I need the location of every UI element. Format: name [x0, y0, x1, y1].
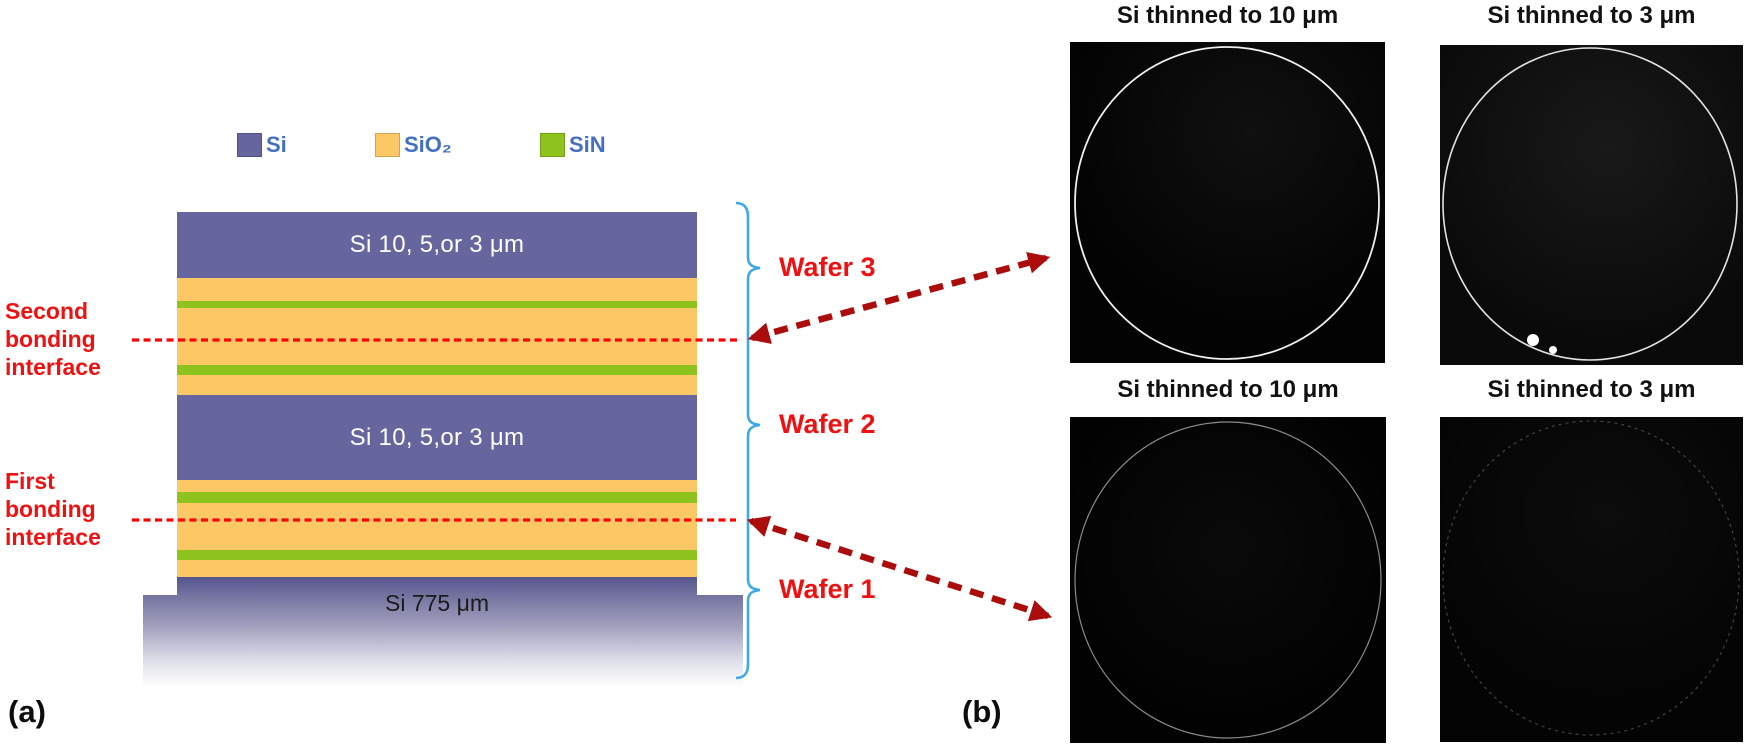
- csam-image-bottom-left: [1070, 417, 1386, 743]
- wafer-3-label: Wafer 3: [779, 252, 876, 282]
- layer-si: Si 10, 5,or 3 μm: [177, 212, 697, 278]
- image-title-top-right: Si thinned to 3 μm: [1487, 2, 1696, 29]
- wafer-edge-ring: [1074, 421, 1382, 739]
- legend-label-si: Si: [266, 132, 287, 157]
- layer-sin: [177, 365, 697, 375]
- image-title-bottom-left: Si thinned to 10 μm: [1117, 376, 1339, 403]
- void-defect-dot: [1527, 334, 1539, 346]
- layer-sin: [177, 492, 697, 503]
- csam-image-top-right: [1440, 45, 1743, 365]
- wafer-2-label: Wafer 2: [779, 409, 876, 439]
- sio2-color-swatch: [375, 133, 400, 157]
- base-wafer-label: Si 775 μm: [384, 590, 490, 616]
- layer-sio2: [177, 308, 697, 365]
- legend-item-sin: SiN: [540, 133, 606, 157]
- base-wafer-neck: [177, 577, 697, 595]
- csam-image-top-left: [1070, 42, 1385, 363]
- panel-a-label: (a): [8, 694, 46, 729]
- first-bonding-interface-label: First bonding interface: [5, 468, 101, 550]
- image-title-bottom-right: Si thinned to 3 μm: [1487, 376, 1696, 403]
- si-color-swatch: [237, 133, 262, 157]
- image-title-top-left: Si thinned to 10 μm: [1116, 2, 1339, 29]
- layer-sin: [177, 550, 697, 560]
- wafer-stack: Si 10, 5,or 3 μm Si 10, 5,or 3 μm: [177, 212, 697, 577]
- layer-sio2: [177, 503, 697, 550]
- second-bonding-interface-label: Second bonding interface: [5, 298, 101, 380]
- layer-si: Si 10, 5,or 3 μm: [177, 395, 697, 480]
- wafer-edge-ring: [1074, 46, 1380, 360]
- base-wafer: [143, 595, 743, 687]
- layer-sio2: [177, 375, 697, 395]
- layer-label: Si 10, 5,or 3 μm: [349, 423, 525, 451]
- layer-sio2: [177, 560, 697, 577]
- wafer-edge-ring: [1442, 420, 1740, 736]
- panel-b-label: (b): [962, 694, 1002, 729]
- wafer-1-label: Wafer 1: [779, 574, 876, 604]
- wafer-edge-ring: [1442, 47, 1738, 361]
- legend-item-si: Si: [237, 133, 287, 157]
- legend-label-sio2: SiO₂: [404, 132, 452, 157]
- legend-item-sio2: SiO₂: [375, 133, 452, 157]
- void-defect-dot: [1549, 346, 1557, 354]
- legend-label-sin: SiN: [569, 132, 606, 157]
- layer-label: Si 10, 5,or 3 μm: [349, 231, 525, 258]
- layer-sin: [177, 301, 697, 308]
- csam-image-bottom-right: [1440, 417, 1743, 742]
- sin-color-swatch: [540, 133, 565, 157]
- layer-sio2: [177, 480, 697, 492]
- layer-sio2: [177, 278, 697, 301]
